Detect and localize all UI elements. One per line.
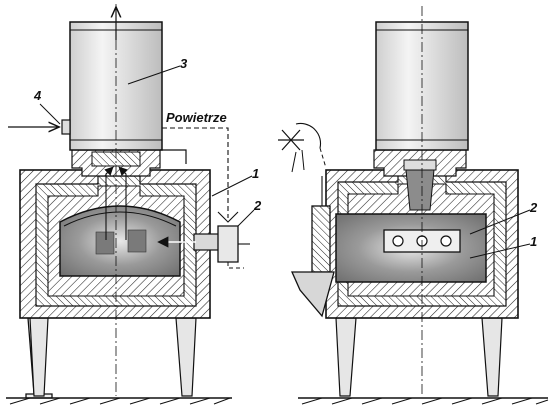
left-furnace — [6, 4, 255, 405]
right-door — [290, 271, 335, 318]
label-3: 3 — [180, 56, 188, 71]
label-1-right: 1 — [530, 234, 537, 249]
label-1-left: 1 — [252, 166, 259, 181]
left-chamber — [59, 205, 181, 277]
label-2-left: 2 — [253, 198, 262, 213]
left-burner — [217, 225, 239, 263]
label-2-right: 2 — [529, 200, 538, 215]
sight-symbol — [278, 122, 327, 173]
left-legs — [6, 317, 232, 405]
right-furnace — [278, 6, 549, 405]
label-4: 4 — [33, 88, 42, 103]
label-air: Powietrze — [166, 110, 227, 125]
